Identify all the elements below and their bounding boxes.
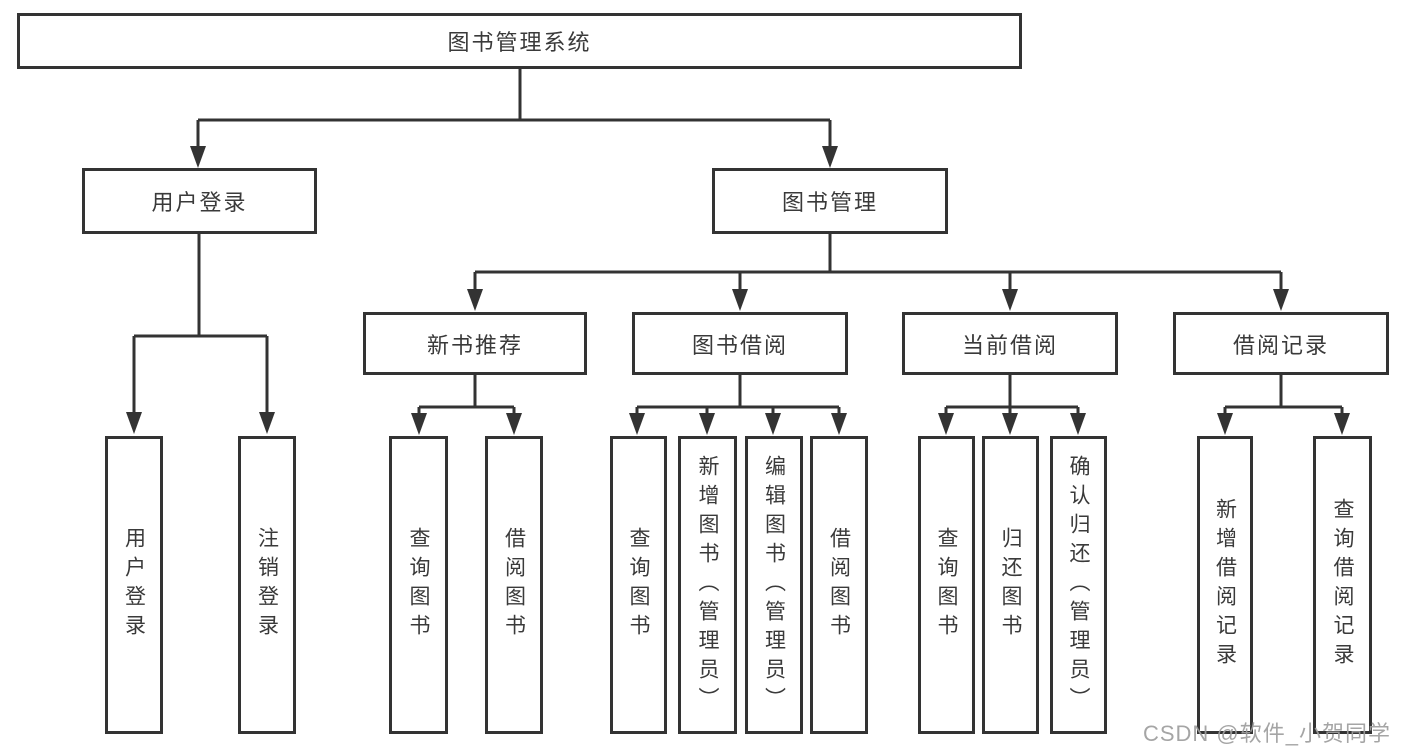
node-user-login-label: 用户登录 — [151, 190, 248, 215]
node-current-borrowing-label: 当前借阅 — [961, 332, 1058, 358]
leaf-return-book: 归还图书 — [982, 436, 1039, 734]
leaf-borrow-book-rec-label: 借阅图书 — [502, 527, 526, 643]
leaf-query-book-rec-label: 查询图书 — [407, 527, 430, 643]
leaf-confirm-return-admin: 确认归还（管理员） — [1050, 436, 1107, 734]
arrowhead-icon — [126, 412, 142, 434]
arrowhead-icon — [506, 413, 522, 435]
node-borrowing-records-label: 借阅记录 — [1232, 332, 1329, 358]
connector-book-borrow-children — [635, 375, 841, 417]
arrowhead-icon — [1273, 289, 1289, 311]
connector-current-borrow-children — [944, 375, 1080, 417]
node-book-borrowing-label: 图书借阅 — [691, 332, 788, 358]
leaf-edit-book-admin-label: 编辑图书（管理员） — [762, 454, 786, 716]
leaf-add-book-admin: 新增图书（管理员） — [678, 436, 737, 734]
node-new-book-recommendation-label: 新书推荐 — [426, 332, 523, 358]
arrowhead-group — [126, 146, 1350, 435]
leaf-query-book-rec: 查询图书 — [389, 436, 448, 734]
arrowhead-icon — [1217, 413, 1233, 435]
leaf-borrow-book-label: 借阅图书 — [827, 527, 851, 643]
node-book-borrowing: 图书借阅 — [632, 312, 848, 375]
leaf-query-book-borrow: 查询图书 — [610, 436, 667, 734]
arrowhead-icon — [190, 146, 206, 168]
leaf-user-login-label: 用户登录 — [122, 527, 146, 643]
arrowhead-icon — [699, 413, 715, 435]
leaf-borrow-book-rec: 借阅图书 — [485, 436, 543, 734]
node-current-borrowing: 当前借阅 — [902, 312, 1118, 375]
node-user-login: 用户登录 — [82, 168, 317, 234]
node-book-management: 图书管理 — [712, 168, 948, 234]
connector-user-login-children — [132, 234, 269, 417]
leaf-query-book-current: 查询图书 — [918, 436, 975, 734]
arrowhead-icon — [732, 289, 748, 311]
connector-book-mgmt-children — [473, 234, 1283, 293]
leaf-add-book-admin-label: 新增图书（管理员） — [696, 454, 719, 716]
arrowhead-icon — [1334, 413, 1350, 435]
node-root-label: 图书管理系统 — [447, 30, 592, 55]
leaf-borrow-book: 借阅图书 — [810, 436, 868, 734]
connector-new-book-rec-children — [417, 375, 516, 417]
arrowhead-icon — [259, 412, 275, 434]
connector-root-to-level1 — [196, 69, 832, 150]
leaf-logout-label: 注销登录 — [255, 527, 279, 643]
leaf-query-borrow-record-label: 查询借阅记录 — [1331, 498, 1354, 672]
leaf-query-borrow-record: 查询借阅记录 — [1313, 436, 1372, 734]
leaf-add-borrow-record-label: 新增借阅记录 — [1213, 498, 1237, 672]
arrowhead-icon — [467, 289, 483, 311]
arrowhead-icon — [831, 413, 847, 435]
leaf-logout: 注销登录 — [238, 436, 296, 734]
leaf-edit-book-admin: 编辑图书（管理员） — [745, 436, 803, 734]
arrowhead-icon — [1002, 413, 1018, 435]
arrowhead-icon — [765, 413, 781, 435]
leaf-user-login: 用户登录 — [105, 436, 163, 734]
leaf-return-book-label: 归还图书 — [999, 527, 1022, 643]
node-root: 图书管理系统 — [17, 13, 1022, 69]
node-book-management-label: 图书管理 — [781, 190, 878, 215]
leaf-query-book-current-label: 查询图书 — [935, 527, 958, 643]
node-new-book-recommendation: 新书推荐 — [363, 312, 587, 375]
arrowhead-icon — [411, 413, 427, 435]
arrowhead-icon — [1070, 413, 1086, 435]
arrowhead-icon — [938, 413, 954, 435]
leaf-add-borrow-record: 新增借阅记录 — [1197, 436, 1253, 734]
arrowhead-icon — [629, 413, 645, 435]
watermark-text: CSDN @软件_小贺同学 — [1142, 721, 1391, 746]
connector-borrow-records-children — [1223, 375, 1344, 417]
leaf-confirm-return-admin-label: 确认归还（管理员） — [1067, 454, 1090, 716]
node-borrowing-records: 借阅记录 — [1173, 312, 1389, 375]
arrowhead-icon — [822, 146, 838, 168]
leaf-query-book-borrow-label: 查询图书 — [627, 527, 650, 643]
arrowhead-icon — [1002, 289, 1018, 311]
